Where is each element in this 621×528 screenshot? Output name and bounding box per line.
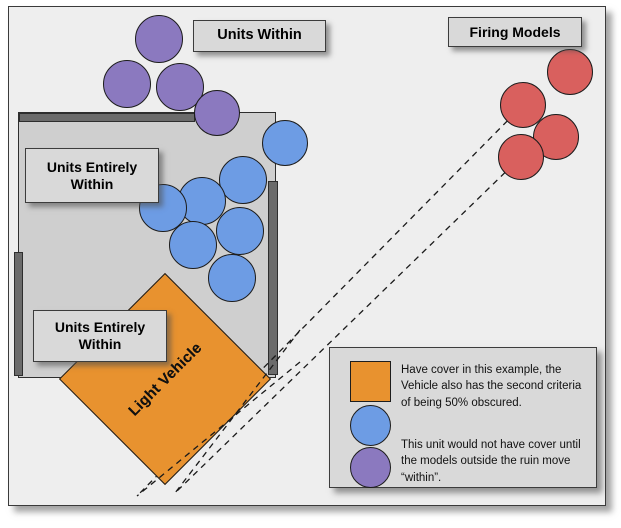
blue-unit[interactable] [208, 254, 256, 302]
sight-line-2 [174, 156, 522, 494]
purple-unit[interactable] [135, 15, 183, 63]
callout-units-entirely-within-lower: Units Entirely Within [33, 310, 167, 362]
legend-entry-one-text: Have cover in this example, the Vehicle … [401, 364, 582, 409]
legend-box: Have cover in this example, the Vehicle … [329, 347, 597, 488]
sight-line-2-overlay [174, 329, 301, 494]
callout-units-within: Units Within [193, 20, 326, 52]
callout-units-within-text: Units Within [217, 27, 302, 44]
callout-units-entirely-within-lower-text: Units Entirely Within [54, 319, 146, 352]
legend-swatch-purple-circle [350, 447, 391, 488]
sight-line-1-overlay [136, 361, 301, 497]
callout-firing-models: Firing Models [448, 17, 582, 47]
blue-unit[interactable] [169, 221, 217, 269]
callout-units-entirely-within-upper-text: Units Entirely Within [46, 158, 138, 192]
callout-firing-models-text: Firing Models [469, 23, 561, 40]
ruin-wall-left [14, 252, 23, 376]
purple-unit[interactable] [103, 60, 151, 108]
blue-unit[interactable] [219, 156, 267, 204]
blue-unit[interactable] [216, 207, 264, 255]
sight-line-1 [136, 104, 524, 497]
legend-entry-two-text: This unit would not have cover until the… [401, 439, 581, 484]
purple-unit[interactable] [194, 90, 240, 136]
legend-swatch-vehicle-square [350, 361, 391, 402]
ruin-wall-right [268, 181, 278, 375]
callout-units-entirely-within-upper: Units Entirely Within [25, 148, 159, 203]
blue-unit[interactable] [262, 120, 308, 166]
legend-swatch-blue-circle [350, 405, 391, 446]
red-firing-model[interactable] [547, 49, 593, 95]
red-firing-model[interactable] [498, 134, 544, 180]
